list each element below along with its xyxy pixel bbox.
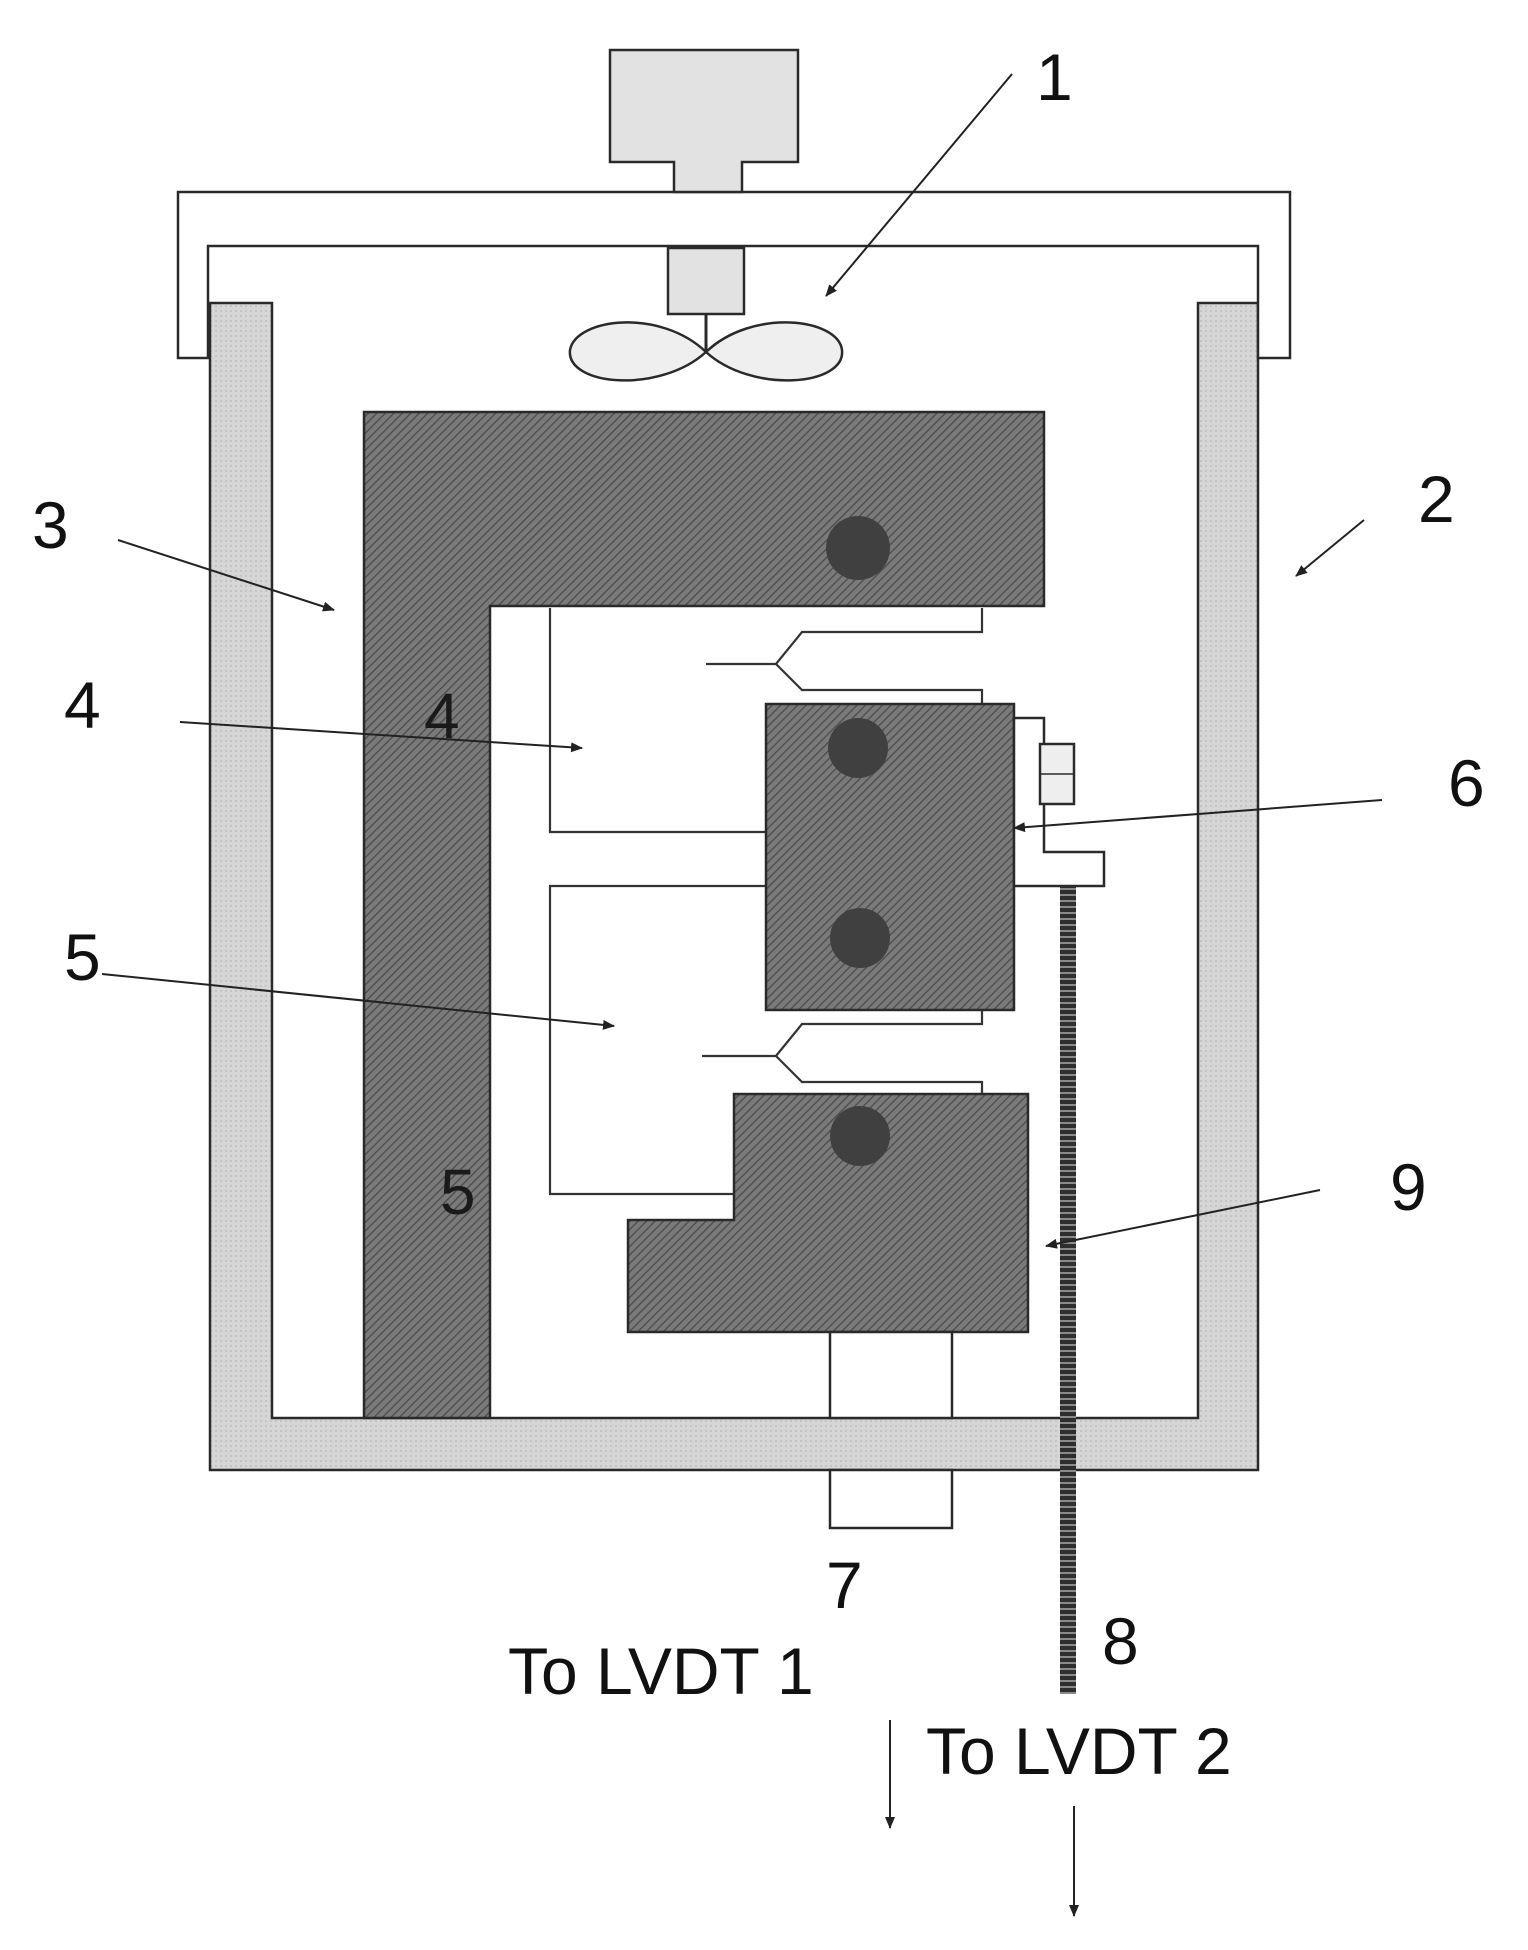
chamber-wall <box>208 301 1260 1472</box>
label-4: 4 <box>64 668 101 742</box>
label-8: 8 <box>1102 1604 1139 1678</box>
bottom-grip-block <box>626 1092 1030 1334</box>
label-4-inner: 4 <box>424 680 460 752</box>
specimen-lower-outline <box>548 884 766 1196</box>
pin <box>828 718 888 778</box>
fan-icon <box>568 321 844 382</box>
pull-rod-lvdt1 <box>828 1330 954 1420</box>
leader-2 <box>1295 519 1365 577</box>
pin <box>826 516 890 580</box>
lvdt2-bracket <box>1012 716 1106 888</box>
label-3: 3 <box>32 488 69 562</box>
leader-1 <box>825 73 1013 297</box>
label-5-inner: 5 <box>440 1156 476 1228</box>
leader-9 <box>1045 1189 1321 1249</box>
specimen-upper-outline-right <box>706 608 984 704</box>
label-1: 1 <box>1036 40 1073 114</box>
middle-grip-block <box>764 702 1016 1012</box>
label-2: 2 <box>1418 462 1455 536</box>
pin <box>830 908 890 968</box>
specimen-upper-outline <box>548 608 766 834</box>
leader-6 <box>1013 799 1383 833</box>
chamber-lid <box>176 190 1292 360</box>
caption-to-lvdt1: To LVDT 1 <box>508 1634 814 1708</box>
pull-rod-lvdt1-outside <box>828 1468 954 1530</box>
fan-motor <box>608 48 800 194</box>
label-9: 9 <box>1390 1150 1427 1224</box>
fan-shaft-housing <box>666 246 746 316</box>
leader-3 <box>117 539 335 612</box>
label-6: 6 <box>1448 746 1485 820</box>
threaded-rod-lvdt2 <box>1060 886 1076 1694</box>
caption-to-lvdt2: To LVDT 2 <box>926 1714 1232 1788</box>
leader-5 <box>101 973 615 1030</box>
leader-4 <box>179 721 583 753</box>
label-7: 7 <box>826 1548 863 1622</box>
loading-frame <box>362 410 1046 1420</box>
label-5: 5 <box>64 920 101 994</box>
pin <box>830 1106 890 1166</box>
specimen-lower-outline-right <box>702 1010 984 1094</box>
